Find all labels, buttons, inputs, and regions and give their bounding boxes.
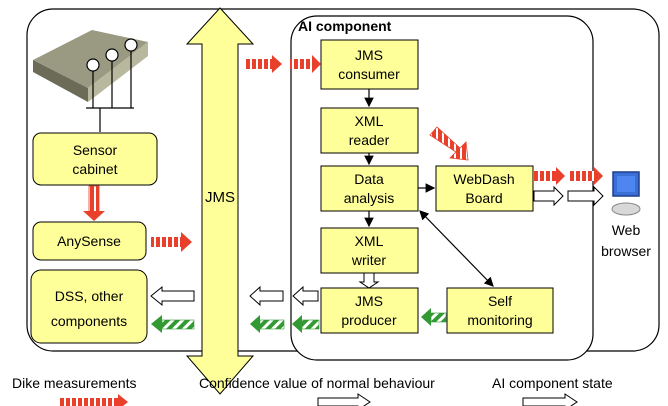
web-browser-line2: browser [601,243,651,259]
xml-reader-line2: reader [349,132,390,148]
svg-text:consumer: consumer [338,66,400,82]
legend-label-dike-measurements: Dike measurements [12,375,137,391]
jms-to-ai-arrow-1 [246,55,282,73]
jms-to-ai-white-arrow [249,285,284,307]
sensor-device-icon [33,30,148,132]
svg-text:JMS: JMS [355,293,383,309]
svg-text:DSS, other: DSS, other [55,288,124,304]
self-monitoring-line1: Self [488,293,512,309]
webdash-to-browser-arrow-1 [534,167,565,185]
cabinet-to-anysense-arrow [83,185,105,221]
svg-text:writer: writer [351,252,387,268]
svg-text:components: components [51,313,127,329]
jms-bus-label: JMS [205,189,235,206]
data-analysis-line2: analysis [344,190,395,206]
xml-writer-line1: XML [355,233,384,249]
legend-white-arrow [317,393,371,406]
dss-line1: DSS, other [55,288,124,304]
svg-text:Data: Data [354,171,384,187]
webdash-white-arrow-1 [533,185,564,207]
svg-text:reader: reader [349,132,390,148]
anysense-box [32,221,147,261]
analysis-monitoring-arrow [419,210,494,287]
sensor-cabinet-line2: cabinet [72,161,117,177]
webdash-box [435,165,534,212]
xml-writer-line2: writer [351,252,387,268]
svg-text:Board: Board [465,190,502,206]
svg-text:Self: Self [488,293,512,309]
producer-to-jms-green-arrow [292,315,320,333]
jms-producer-box [320,287,419,334]
data-analysis-line1: Data [354,171,384,187]
legend-red-arrow [58,394,128,406]
dss-line2: components [51,313,127,329]
xml-reader-box [320,107,419,154]
sensor-cabinet-box [32,132,158,186]
jms-producer-line1: JMS [355,293,383,309]
svg-text:WebDash: WebDash [453,171,514,187]
dss-box [30,269,148,344]
svg-text:XML: XML [355,233,384,249]
jms-to-dss-white-arrow [150,285,195,307]
anysense-label: AnySense [57,233,121,249]
jms-consumer-line1: JMS [355,47,383,63]
jms-bus-arrow [185,7,255,395]
legend-green-arrow [522,393,578,406]
data-analysis-box [320,165,419,212]
xml-reader-line1: XML [355,113,384,129]
web-browser-icon [611,171,641,216]
jms-producer-line2: producer [341,312,397,328]
webdash-line2: Board [465,190,502,206]
webdash-line1: WebDash [453,171,514,187]
anysense-to-jms-arrow [151,232,192,252]
svg-text:monitoring: monitoring [467,312,532,328]
producer-to-jms-white-arrow [292,285,319,307]
svg-text:XML: XML [355,113,384,129]
writer-to-producer-arrow [358,272,380,289]
sensor-cabinet-line1: Sensor [73,142,118,158]
legend-label-ai-state: AI component state [492,375,613,391]
svg-text:JMS: JMS [355,47,383,63]
jms-consumer-line2: consumer [338,66,400,82]
webdash-to-browser-arrow-2 [568,167,603,185]
svg-text:analysis: analysis [344,190,395,206]
self-monitoring-box [446,287,554,334]
jms-to-ai-arrow-2 [290,55,321,73]
monitoring-to-producer-arrow [421,308,447,326]
svg-text:cabinet: cabinet [72,161,117,177]
svg-text:producer: producer [341,312,397,328]
jms-to-dss-green-arrow [151,315,195,333]
svg-text:browser: browser [601,243,651,259]
web-browser-line1: Web [612,222,641,238]
jms-consumer-box [320,39,419,90]
self-monitoring-line2: monitoring [467,312,532,328]
webdash-white-arrow-2 [567,185,604,207]
jms-to-ai-green-arrow [250,315,285,333]
legend-label-confidence-value: Confidence value of normal behaviour [199,375,435,391]
svg-text:Sensor: Sensor [73,142,118,158]
svg-text:Web: Web [612,222,641,238]
reader-to-webdash-arrow [429,126,469,161]
ai-component-title: AI component [298,18,392,34]
